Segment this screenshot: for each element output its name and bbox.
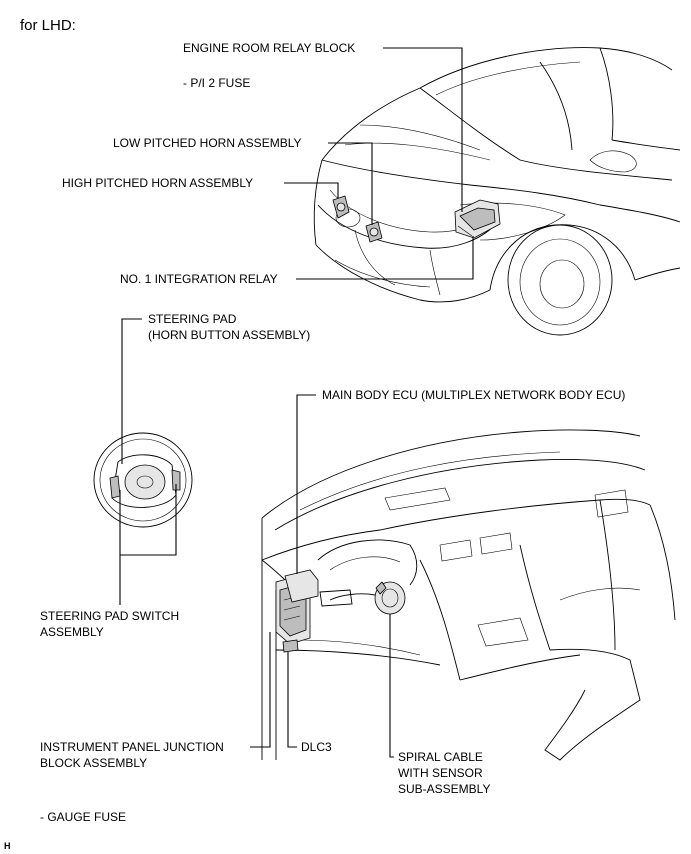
dashboard-illustration [261,429,676,761]
label-ip-junction-block: INSTRUMENT PANEL JUNCTION [40,740,224,754]
leader-low-pitched-horn [328,142,373,225]
label-ip-junction-block-sub: BLOCK ASSEMBLY [40,756,147,770]
leader-engine-room-relay-block [383,47,463,212]
spiral-cable-part [374,581,406,615]
label-main-body-ecu: MAIN BODY ECU (MULTIPLEX NETWORK BODY EC… [322,388,625,402]
leader-high-pitched-horn [284,182,339,198]
leader-steering-pad [121,318,142,464]
label-steering-pad-switch-sub: ASSEMBLY [40,625,104,639]
car-front-illustration [313,47,681,336]
label-steering-pad-sub: (HORN BUTTON ASSEMBLY) [148,328,310,342]
label-gauge-fuse: - GAUGE FUSE [40,810,126,824]
label-high-pitched-horn: HIGH PITCHED HORN ASSEMBLY [62,176,253,190]
steering-wheel-illustration [93,432,193,528]
dlc3-part [282,639,299,653]
label-steering-pad: STEERING PAD [148,312,237,326]
leader-spiral-cable [389,614,394,758]
label-steering-pad-switch: STEERING PAD SWITCH [40,609,179,623]
engine-room-relay-block-part [454,199,501,239]
high-pitched-horn-part [332,195,350,219]
label-pi2-fuse: - P/I 2 FUSE [183,76,250,90]
label-dlc3: DLC3 [301,740,332,754]
main-body-ecu-part [284,569,319,603]
leader-integration-relay [296,236,474,280]
leader-steering-pad-switch-bracket [119,484,177,556]
low-pitched-horn-part [365,221,383,243]
leader-ip-junction-block [250,632,271,748]
label-low-pitched-horn: LOW PITCHED HORN ASSEMBLY [113,136,301,150]
leader-main-body-ecu [296,394,316,574]
label-spiral-cable: SPIRAL CABLE [398,750,483,764]
label-spiral-cable-sub1: WITH SENSOR [398,766,483,780]
figure-corner-mark: H [4,841,11,851]
label-engine-room-relay-block: ENGINE ROOM RELAY BLOCK [183,41,355,55]
label-integration-relay: NO. 1 INTEGRATION RELAY [120,272,278,286]
label-spiral-cable-sub2: SUB-ASSEMBLY [398,782,490,796]
page-title: for LHD: [20,17,76,34]
leader-dlc3 [287,652,297,748]
